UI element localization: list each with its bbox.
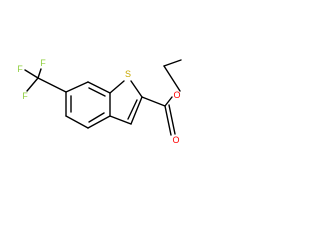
bond-cf3-ring (37, 77, 67, 93)
bond-c2-c3-double (127, 99, 138, 120)
bond-carbonyl-oester (164, 96, 173, 107)
molecule-canvas: F F F S O O (17, 58, 182, 145)
bond-ring-double-2 (88, 112, 105, 123)
bond-cf3-c-f-bottom (26, 77, 39, 92)
bond-ring-1 (65, 81, 89, 93)
bond-ring-4 (87, 115, 111, 129)
bond-s-c2 (130, 80, 143, 98)
atom-label-o-ester: O (173, 90, 180, 100)
bond-cf3-c-f-top (37, 68, 42, 79)
bond-ring-5 (65, 115, 89, 129)
atom-label-o-carbonyl: O (172, 135, 179, 145)
bond-ring-2 (87, 81, 111, 94)
bond-c3-c3a (109, 115, 132, 125)
bond-s-c7a (109, 80, 125, 94)
atom-label-f3: F (22, 91, 28, 101)
bond-ch2-ch3 (163, 59, 182, 67)
bond-c2-c3 (130, 96, 143, 125)
bond-carbonyl-o-1 (164, 105, 172, 136)
bond-cf3-c-f-left (24, 69, 39, 79)
bond-ring-double-1 (88, 87, 106, 97)
atom-label-f2: F (17, 64, 23, 74)
bond-c2-carbonyl (141, 96, 166, 107)
atom-label-f1: F (40, 58, 46, 68)
bond-oester-ch2 (163, 65, 181, 92)
bond-carbonyl-o-2 (168, 104, 176, 135)
atom-label-s: S (125, 69, 131, 79)
structure-diagram: F F F S O O (17, 58, 182, 145)
